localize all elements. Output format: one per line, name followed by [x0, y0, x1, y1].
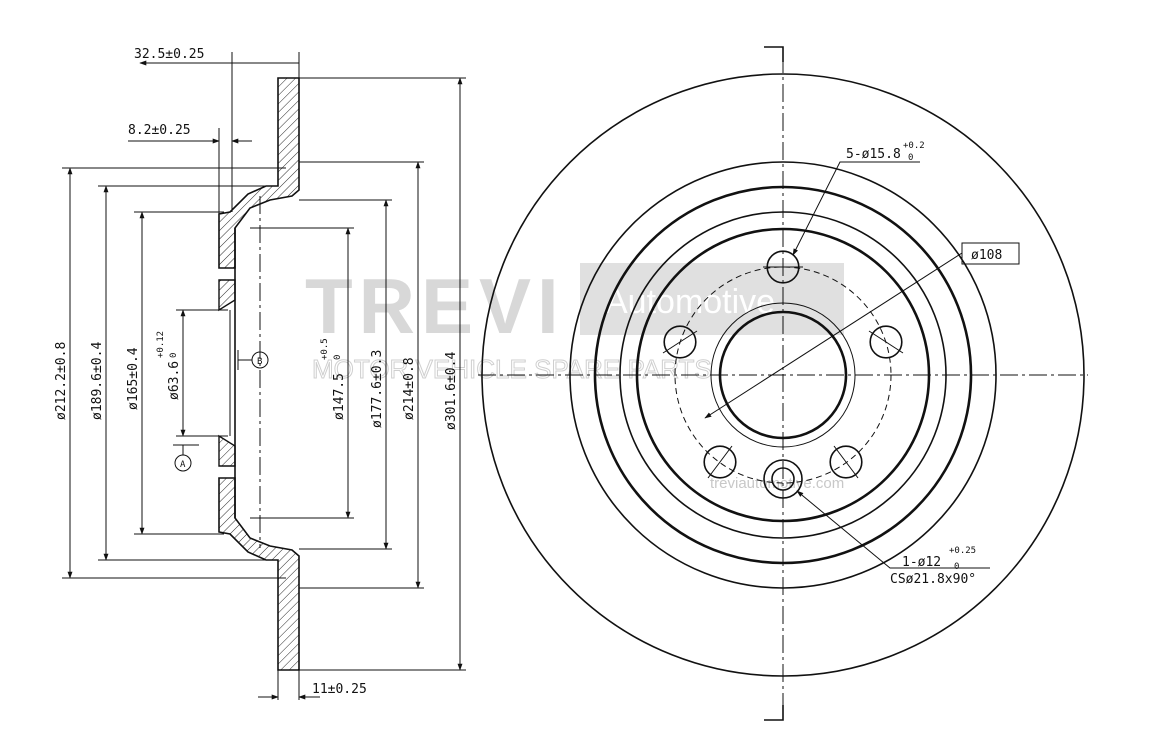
bolt-hole-cross	[868, 330, 904, 354]
side-section-view: 32.5±0.25 8.2±0.25 11±0.25 ø212.2±0.8 ø1…	[54, 47, 466, 700]
dia-301-label: ø301.6±0.4	[444, 352, 459, 430]
pcd-box	[961, 242, 1020, 265]
dia-63-tol-lower: 0	[169, 353, 179, 358]
friction-inner-edge	[569, 161, 997, 589]
dia-165-label: ø165±0.4	[126, 347, 141, 410]
bolt-holes-tol-lower: 0	[908, 153, 913, 163]
pin-hole	[771, 467, 795, 491]
dim-hat-thickness: 8.2±0.25	[128, 123, 191, 138]
watermark-url: treviautomotive.com	[710, 475, 844, 492]
section-mark-top	[764, 46, 784, 62]
bolt-holes-label: 5-ø15.8	[846, 147, 901, 162]
centre-bore-chamfer	[710, 302, 856, 448]
pin-hole-tol-upper: +0.25	[949, 546, 976, 556]
mounting-face-ring	[635, 227, 931, 523]
front-view: 5-ø15.8 +0.2 0 ø108 1-ø12 +0.25 0 CSø21.…	[478, 46, 1088, 721]
dia-63-label: ø63.6	[167, 361, 182, 400]
watermark: TREVI Automotive MOTOR VEHICLE SPARE PAR…	[305, 262, 844, 492]
section-hub-upper	[218, 279, 236, 312]
dim-total-offset: 32.5±0.25	[134, 47, 204, 62]
dia-147-tol-upper: +0.5	[320, 338, 330, 360]
dia-189-label: ø189.6±0.4	[90, 342, 105, 420]
datum-b-label: B	[257, 357, 262, 367]
hat-outer-ring	[593, 185, 973, 565]
bolt-hole-cross	[833, 445, 859, 479]
watermark-tagline: MOTOR VEHICLE SPARE PARTS	[312, 354, 712, 384]
bolt-holes	[662, 250, 904, 479]
leader-bolt-holes	[792, 161, 920, 256]
section-hub-lower	[218, 434, 236, 467]
pin-hole-label: 1-ø12	[902, 555, 941, 570]
section-profile-top	[218, 77, 300, 269]
pcd-label: ø108	[971, 248, 1002, 263]
bolt-hole-cross	[662, 330, 698, 354]
dia-63-tol-upper: +0.12	[156, 331, 166, 358]
bolt-holes-tol-upper: +0.2	[903, 141, 925, 151]
watermark-brand: TREVI	[305, 262, 565, 350]
dim-disc-thickness: 11±0.25	[312, 682, 367, 697]
section-profile-bottom	[218, 477, 300, 671]
pin-hole-tol-lower: 0	[954, 562, 959, 572]
watermark-automotive: Automotive	[605, 283, 775, 321]
bolt-hole	[869, 325, 903, 359]
countersink-label: CSø21.8x90°	[890, 572, 976, 587]
centre-bore	[718, 310, 848, 440]
pin-hole-countersink	[763, 459, 803, 499]
dia-214-label: ø214±0.8	[402, 357, 417, 420]
dia-147-tol-lower: 0	[333, 355, 343, 360]
hat-inner-ring	[619, 211, 947, 539]
leader-pin-hole	[796, 490, 990, 569]
section-mark-bottom	[764, 705, 784, 721]
bolt-pitch-circle	[674, 266, 892, 484]
bolt-hole	[829, 445, 863, 479]
bolt-hole-cross	[707, 445, 733, 479]
outer-rim	[481, 73, 1085, 677]
dia-147-label: ø147.5	[332, 373, 347, 420]
dia-212-label: ø212.2±0.8	[54, 342, 69, 420]
bolt-hole	[703, 445, 737, 479]
bolt-hole	[663, 325, 697, 359]
datum-a-circle	[174, 454, 192, 472]
datum-a-label: A	[180, 460, 186, 470]
dia-177-label: ø177.6±0.3	[370, 350, 385, 428]
datum-b-circle	[251, 351, 269, 369]
leader-pcd	[704, 252, 963, 419]
